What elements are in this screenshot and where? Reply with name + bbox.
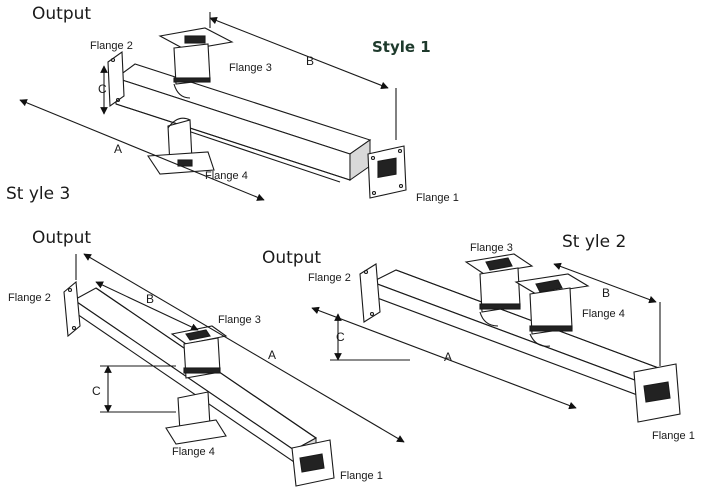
- style-1-flange-3-label: Flange 3: [229, 62, 272, 74]
- style-2-title: St yle 2: [562, 232, 627, 252]
- style-3-dim-b: B: [146, 292, 155, 306]
- style-3-flange-1-label: Flange 1: [340, 470, 383, 482]
- style-3-flange-3-label: Flange 3: [218, 314, 261, 326]
- style-3-flange-4-label: Flange 4: [172, 446, 215, 458]
- style-2-flange-1-label: Flange 1: [652, 430, 695, 442]
- style-1-output-label: Output: [32, 4, 92, 24]
- style-3-flange-2-label: Flange 2: [8, 292, 51, 304]
- style-1-drawing: [19, 12, 407, 201]
- style-2-dim-b: B: [602, 286, 611, 300]
- style-2-flange-2-label: Flange 2: [308, 272, 351, 284]
- style-1-title: Style 1: [372, 38, 431, 56]
- style-2-dim-c: C: [336, 330, 345, 344]
- style-1-dim-a: A: [114, 142, 123, 156]
- style-2-dim-a: A: [444, 350, 453, 364]
- style-2-flange-3-label: Flange 3: [470, 242, 513, 254]
- style-3-dim-c: C: [92, 384, 101, 398]
- style-2-output-label: Output: [262, 248, 322, 268]
- style-2-drawing: [311, 253, 681, 423]
- style-1-flange-2-label: Flange 2: [90, 40, 133, 52]
- style-3-output-label: Output: [32, 228, 92, 248]
- style-2-flange-4-label: Flange 4: [582, 308, 625, 320]
- style-1-flange-1-label: Flange 1: [416, 192, 459, 204]
- style-1-dim-c: C: [98, 82, 107, 96]
- style-1-dim-b: B: [306, 54, 315, 68]
- style-3-title: St yle 3: [6, 184, 71, 204]
- style-1-flange-4-label: Flange 4: [205, 170, 248, 182]
- style-3-drawing: [63, 253, 405, 487]
- style-3-dim-a: A: [268, 348, 277, 362]
